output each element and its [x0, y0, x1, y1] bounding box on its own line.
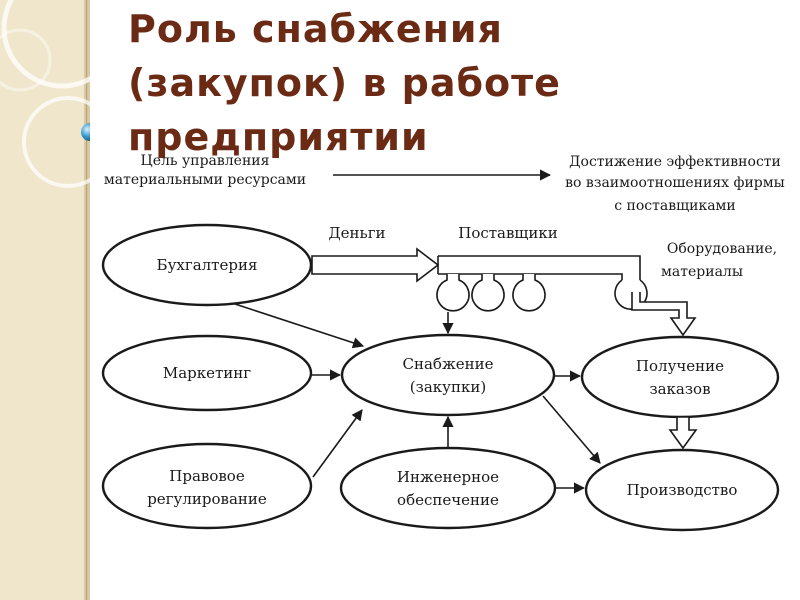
node-legal-label-2: регулирование	[147, 490, 267, 508]
money-label: Деньги	[328, 224, 385, 242]
title-line-2: (закупок) в работе	[128, 61, 561, 105]
money-hollow-arrow	[311, 247, 440, 283]
title-line-1: Роль снабжения	[128, 7, 503, 51]
supplier-bulb-3	[512, 274, 546, 312]
supplier-bulb-2	[471, 274, 505, 312]
supplier-bulb-1	[436, 274, 470, 312]
page-title: Роль снабжения (закупок) в работе предпр…	[128, 2, 728, 164]
node-marketing-label: Маркетинг	[163, 364, 251, 382]
arrow-legal-supply	[312, 409, 363, 478]
achievement-line-1: Достижение эффективности	[569, 154, 781, 170]
arrow-supply-production	[542, 395, 601, 464]
node-engineering-label-1: Инженерное	[397, 468, 499, 486]
orders-production-hollow-arrow	[668, 416, 698, 450]
goal-line-1: Цель управления	[141, 153, 270, 169]
node-supply-label-1: Снабжение	[403, 355, 494, 373]
node-production-label: Производство	[627, 481, 738, 499]
node-accounting-label: Бухгалтерия	[157, 256, 258, 274]
node-marketing	[101, 334, 313, 412]
decorative-sidebar	[0, 0, 90, 600]
node-legal-label-1: Правовое	[169, 467, 245, 485]
equipment-line-2: материалы	[661, 264, 743, 280]
node-engineering	[339, 446, 557, 530]
suppliers-label: Поставщики	[458, 224, 558, 242]
equipment-hollow-arrow	[631, 292, 697, 337]
achievement-line-3: с поставщиками	[614, 198, 736, 214]
supply-role-diagram: Цель управления материальными ресурсами …	[101, 153, 785, 532]
achievement-line-2: во взаимоотношениях фирмы	[565, 175, 785, 191]
node-accounting	[101, 223, 313, 307]
node-engineering-label-2: обеспечение	[397, 491, 499, 509]
node-orders	[580, 335, 780, 419]
node-orders-label-2: заказов	[649, 380, 710, 398]
equipment-line-1: Оборудование,	[667, 241, 777, 257]
arrow-accounting-supply	[234, 303, 365, 349]
node-supply-label-2: (закупки)	[410, 378, 486, 396]
bead-icon	[81, 123, 90, 141]
node-production	[584, 448, 780, 532]
goal-line-2: материальными ресурсами	[104, 172, 306, 188]
node-legal	[101, 442, 313, 530]
node-orders-label-1: Получение	[636, 357, 724, 375]
title-line-3: предприятии	[128, 115, 429, 159]
node-supply	[340, 333, 556, 417]
